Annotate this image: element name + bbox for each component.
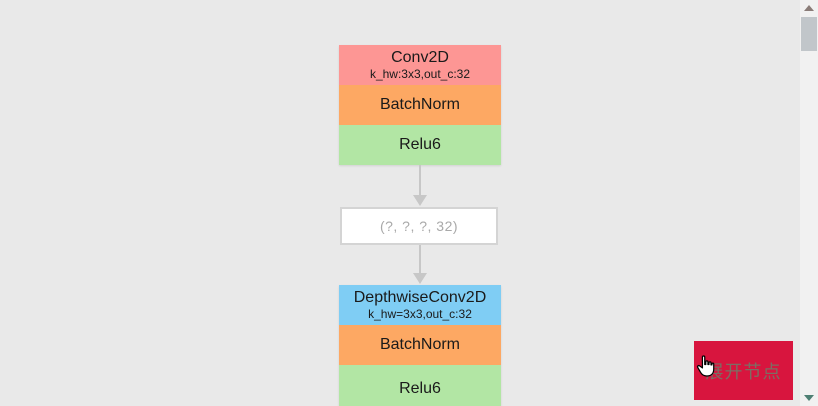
node-depthwiseconv2d-header[interactable]: DepthwiseConv2D k_hw=3x3,out_c:32 [339,285,501,325]
node-params: k_hw:3x3,out_c:32 [369,67,471,81]
layer-label: Relu6 [399,136,441,153]
layer-label: BatchNorm [379,96,461,113]
tensor-shape-box: (?, ?, ?, 32) [340,207,498,245]
edge-line [419,245,421,273]
scrollbar-thumb[interactable] [801,17,817,51]
node-depthwiseconv2d[interactable]: DepthwiseConv2D k_hw=3x3,out_c:32 BatchN… [339,285,501,406]
node-layer-batchnorm[interactable]: BatchNorm [339,85,501,125]
node-layer-batchnorm[interactable]: BatchNorm [339,325,501,365]
node-conv2d[interactable]: Conv2D k_hw:3x3,out_c:32 BatchNorm Relu6 [339,45,501,165]
arrow-head-icon [413,273,427,284]
scroll-down-icon [804,395,814,401]
tensor-shape-label: (?, ?, ?, 32) [379,218,459,234]
arrow-head-icon [413,195,427,206]
edge-line [419,165,421,195]
node-conv2d-header[interactable]: Conv2D k_hw:3x3,out_c:32 [339,45,501,85]
node-title: DepthwiseConv2D [353,289,487,306]
edge-arrow-down [413,245,427,284]
scroll-up-button[interactable] [800,0,818,16]
node-title: Conv2D [391,49,449,66]
expand-node-button[interactable]: 展开节点 [694,341,793,400]
layer-label: Relu6 [399,380,441,397]
edge-arrow-down [413,165,427,206]
scroll-down-button[interactable] [800,390,818,406]
node-params: k_hw=3x3,out_c:32 [368,307,472,321]
layer-label: BatchNorm [379,336,461,353]
expand-node-button-label: 展开节点 [705,361,782,382]
node-layer-relu6[interactable]: Relu6 [339,365,501,406]
node-layer-relu6[interactable]: Relu6 [339,125,501,165]
scroll-up-icon [804,5,814,11]
vertical-scrollbar[interactable] [800,0,818,406]
